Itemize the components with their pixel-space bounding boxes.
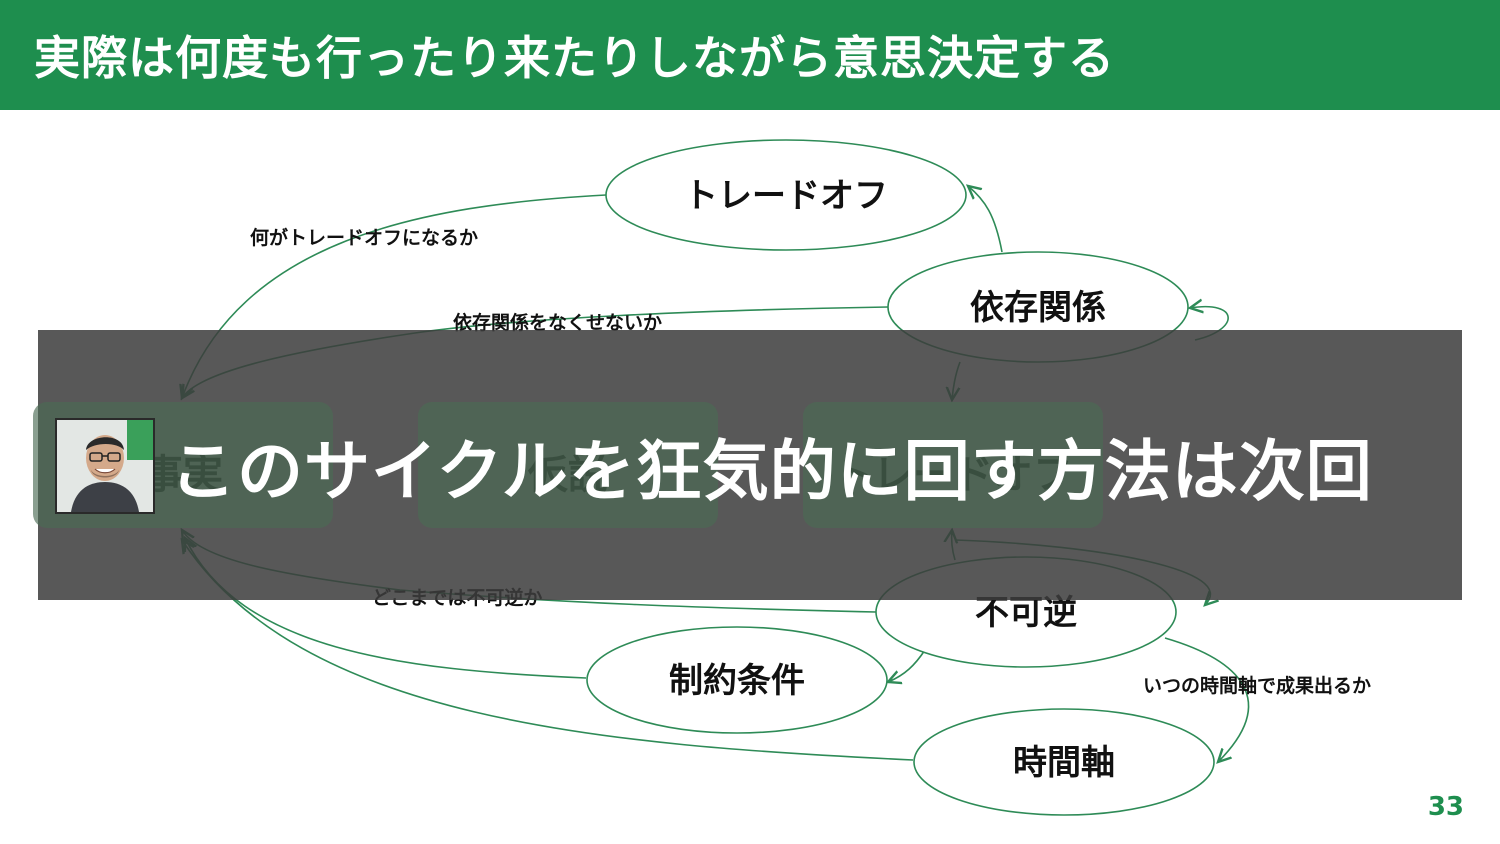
edge-dependency-to-tradeoff	[968, 186, 1003, 253]
edge-timeaxis	[182, 540, 914, 761]
node-tradeoff: トレードオフ	[684, 176, 888, 216]
header-bar: 実際は何度も行ったり来たりしながら意思決定する	[0, 0, 1500, 110]
edge-irreversible-to-timeaxis	[1164, 637, 1250, 762]
overlay-caption: このサイクルを狂気的に回す方法は次回	[170, 433, 1373, 510]
avatar	[55, 418, 155, 514]
page-number: 33	[1427, 792, 1464, 822]
edge-label-timeaxis: いつの時間軸で成果出るか	[1143, 674, 1371, 697]
node-tradeoff-ellipse	[605, 139, 967, 251]
node-timeaxis: 時間軸	[1013, 743, 1115, 783]
box-left-label: 事実	[143, 452, 223, 498]
person-icon	[57, 420, 153, 512]
box-right-label: トレードオフ	[833, 452, 1073, 498]
box-middle: 仮説	[418, 402, 718, 528]
edge-label-dependency: 依存関係をなくせないか	[453, 311, 662, 334]
node-timeaxis-ellipse	[913, 708, 1215, 816]
slide-title: 実際は何度も行ったり来たりしながら意思決定する	[34, 31, 1115, 85]
box-middle-label: 仮説	[528, 452, 608, 498]
edge-irreversible-to-constraints	[888, 649, 926, 682]
node-constraints: 制約条件	[669, 661, 805, 701]
box-right: トレードオフ	[803, 402, 1103, 528]
node-dependency: 依存関係	[970, 288, 1106, 328]
node-constraints-ellipse	[586, 626, 888, 734]
edge-label-tradeoff: 何がトレードオフになるか	[250, 226, 478, 249]
